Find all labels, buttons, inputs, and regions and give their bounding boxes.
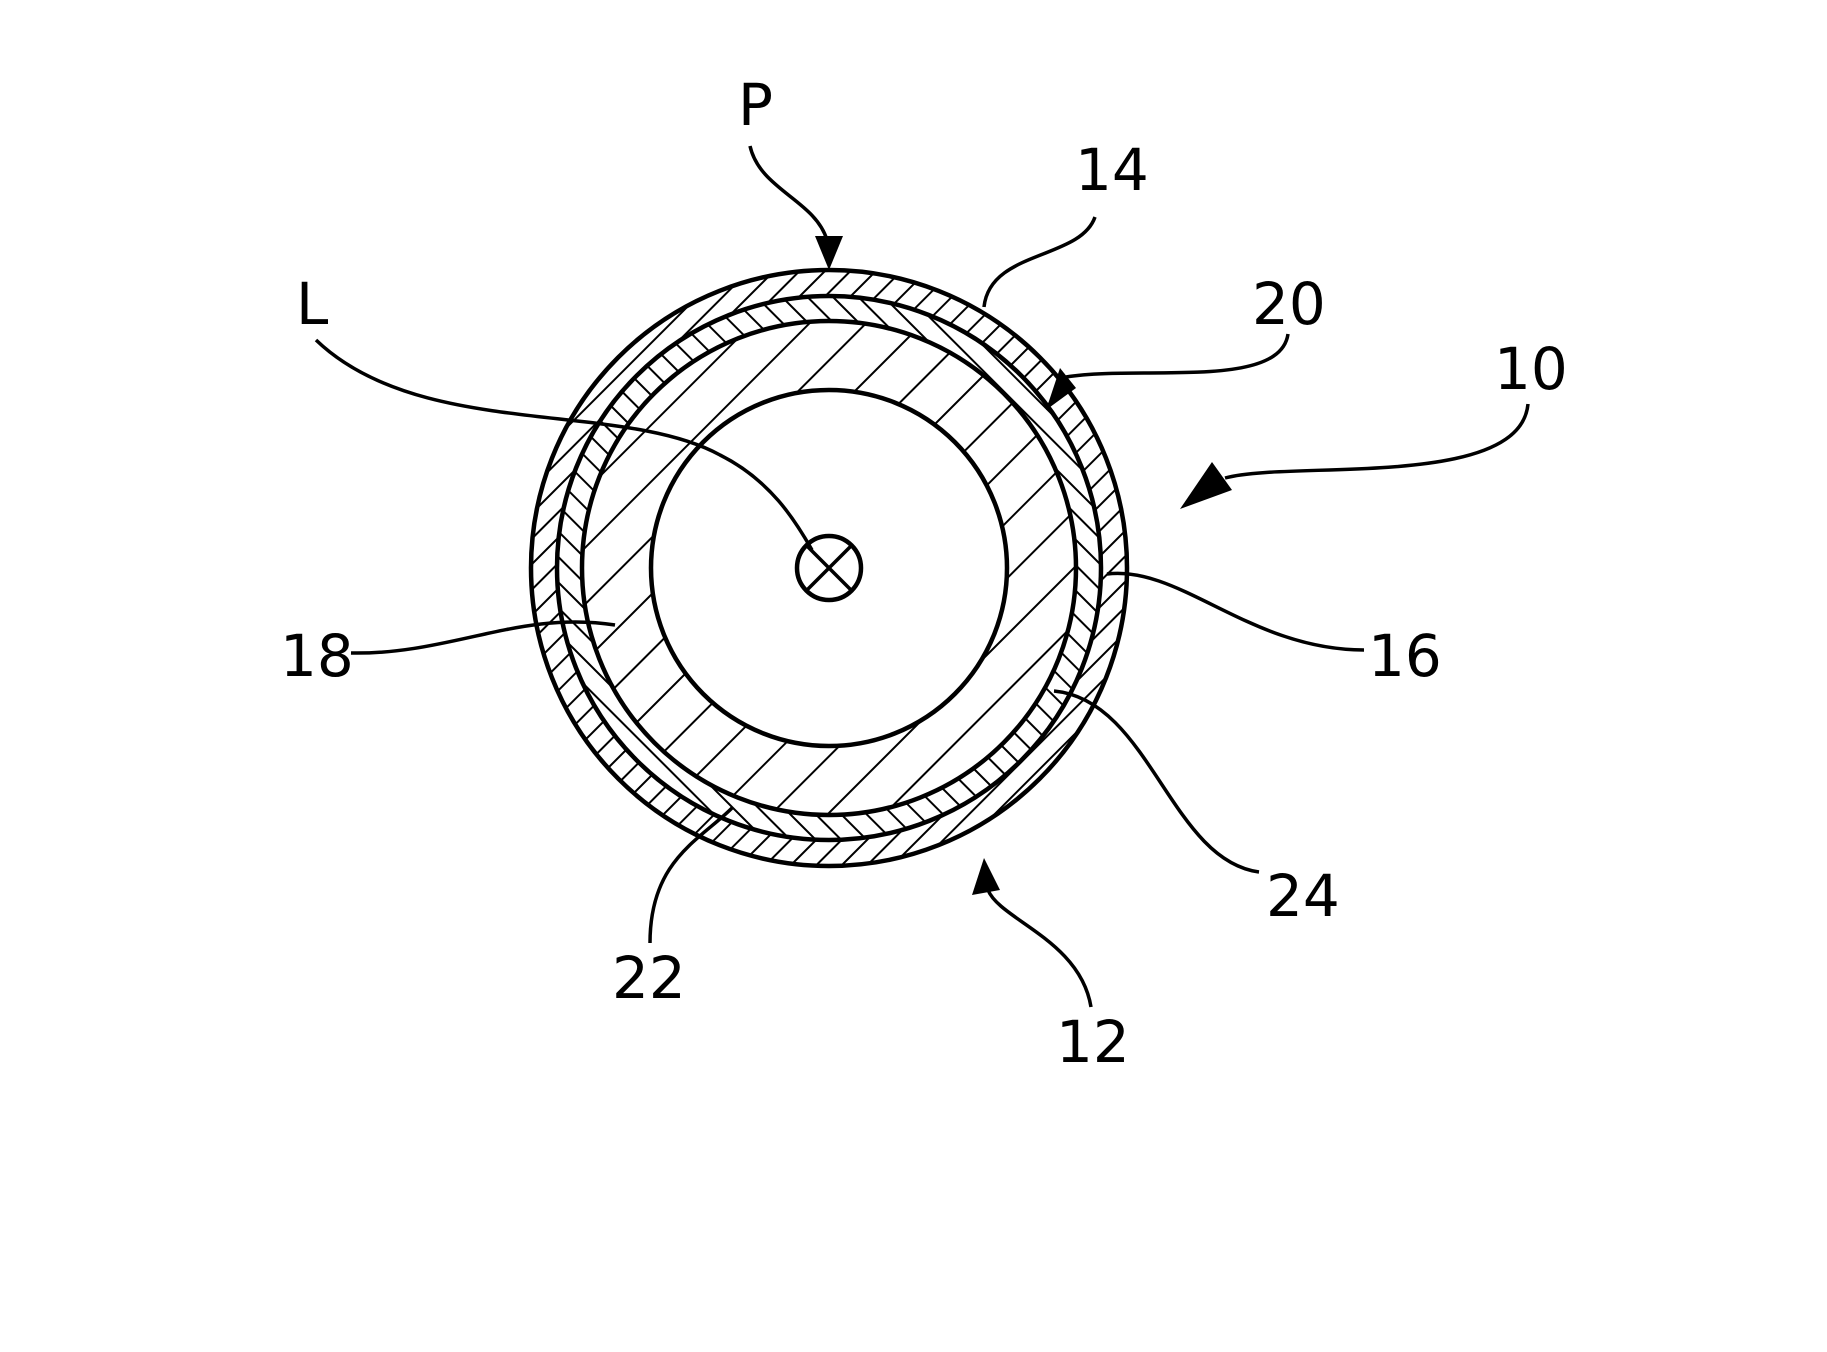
leader-12 [986,889,1093,1008]
reference-labels: P 14 20 10 L 18 16 24 22 12 [280,71,1568,1076]
leader-lines [314,145,1530,1008]
interface-14-16 [554,293,1104,843]
leader-L [314,338,814,551]
label-P: P [738,71,773,139]
label-10: 10 [1494,335,1568,403]
leader-18 [350,620,616,655]
leader-14 [982,216,1097,308]
bore [648,387,1010,749]
leader-24 [1053,689,1260,874]
interface-16-18 [579,318,1079,818]
leader-P [748,145,829,241]
label-12: 12 [1056,1008,1130,1076]
arrowhead-P [815,236,843,270]
leader-20 [1065,333,1290,379]
leader-16 [1106,571,1365,652]
label-14: 14 [1075,136,1149,204]
arrowhead-10 [1180,462,1232,509]
label-20: 20 [1252,270,1326,338]
label-16: 16 [1368,622,1442,690]
axis-marker-icon [794,533,864,603]
arrowhead-20 [1046,368,1076,410]
label-22: 22 [612,944,686,1012]
leader-10 [1224,403,1530,480]
tube-cross-section [528,267,1130,869]
label-L: L [296,270,328,338]
label-18: 18 [280,622,354,690]
arrowhead-12 [972,858,1000,895]
label-24: 24 [1266,862,1340,930]
leader-22 [648,806,734,944]
